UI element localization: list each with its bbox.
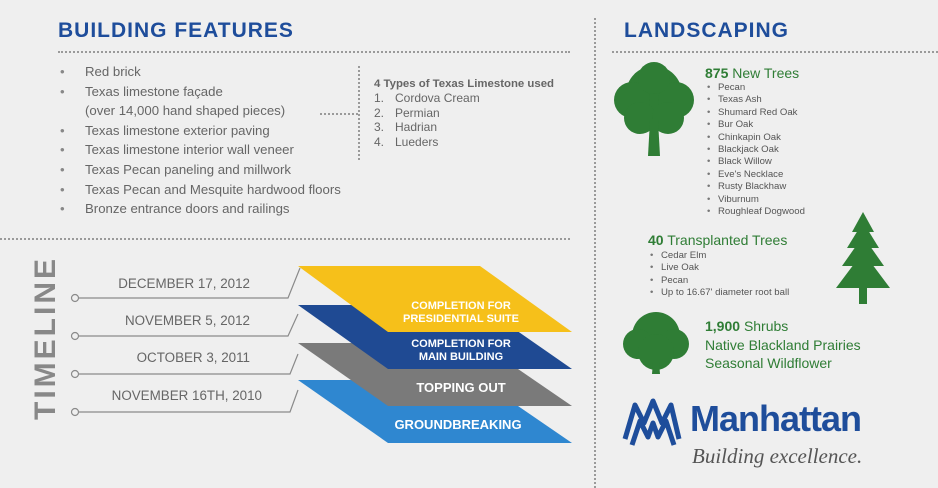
shrubs-heading: 1,900 Shrubs [705,318,789,334]
list-item: Black Willow [706,156,805,169]
list-item: Viburnum [706,194,805,207]
list-item: Texas limestone interior wall veneer [58,140,378,160]
divider [0,238,570,240]
timeline-date: DECEMBER 17, 2012 [118,276,250,291]
list-item: Cedar Elm [649,250,789,263]
timeline-dot [70,331,80,341]
layer-label: GROUNDBREAKING [394,417,522,432]
layer-main-building [298,305,572,369]
list-item: Texas Pecan and Mesquite hardwood floors [58,180,378,200]
list-item: Bur Oak [706,119,805,132]
building-features-title: BUILDING FEATURES [58,19,294,42]
manhattan-logo-mark [622,398,682,446]
new-trees-heading: 875 New Trees [705,65,800,81]
divider [612,51,938,53]
layer-groundbreaking [298,380,572,443]
list-item: Up to 16.67' diameter root ball [649,287,789,300]
transplanted-heading: 40 Transplanted Trees [648,232,788,248]
timeline-dot [70,293,80,303]
list-item: Pecan [706,82,805,95]
column-divider [594,18,596,488]
connector-line [79,353,299,375]
connector-line [79,313,299,337]
list-item: 4.Lueders [374,134,439,149]
limestone-title: 4 Types of Texas Limestone used [374,78,554,90]
shrubs-block: 1,900 Shrubs Native Blackland Prairies S… [705,317,861,373]
limestone-box: 4 Types of Texas Limestone used 1.Cordov… [374,78,574,149]
shrubs-line: Seasonal Wildflower [705,355,832,371]
limestone-list: 1.Cordova Cream 2.Permian 3.Hadrian 4.Lu… [374,91,574,149]
connector-line [79,389,299,413]
transplanted-list: Cedar Elm Live Oak Pecan Up to 16.67' di… [649,250,789,300]
timeline-graphic [70,266,572,443]
shrubs-line: Native Blackland Prairies [705,336,861,353]
timeline-dot [70,407,80,417]
list-item: Rusty Blackhaw [706,181,805,194]
timeline-date: NOVEMBER 5, 2012 [124,313,250,328]
list-item: 3.Hadrian [374,120,438,134]
connector-line [79,267,301,299]
brand-tagline: Building excellence. [692,444,863,468]
list-item: Red brick [58,62,378,82]
shrub-icon [623,312,689,374]
features-list: Red brick Texas limestone façade(over 14… [58,62,378,219]
list-item: Live Oak [649,262,789,275]
list-item: Chinkapin Oak [706,132,805,145]
deciduous-tree-icon [614,62,694,156]
list-item: Shumard Red Oak [706,107,805,120]
list-item: 2.Permian [374,105,440,120]
timeline-date: NOVEMBER 16TH, 2010 [111,388,262,403]
list-item: Blackjack Oak [706,144,805,157]
list-item: Pecan [649,275,789,288]
layer-presidential-suite [298,266,572,332]
layer-label: TOPPING OUT [416,380,506,395]
landscaping-title: LANDSCAPING [624,19,790,42]
list-item: Bronze entrance doors and railings [58,199,378,219]
list-item: Eve's Necklace [706,169,805,182]
timeline-date: OCTOBER 3, 2011 [136,350,250,365]
list-item: Texas Ash [706,94,805,107]
list-item: Texas limestone façade(over 14,000 hand … [58,82,378,121]
timeline-dot [70,369,80,379]
connector-bracket [358,66,360,160]
new-trees-list: Pecan Texas Ash Shumard Red Oak Bur Oak … [706,82,805,219]
pine-tree-icon [836,212,890,304]
list-item: Texas limestone exterior paving [58,121,378,141]
divider [58,51,570,53]
brand-name: Manhattan [690,398,862,439]
list-item: 1.Cordova Cream [374,91,480,105]
layer-topping-out [298,343,572,406]
list-item: Texas Pecan paneling and millwork [58,160,378,180]
list-item: Roughleaf Dogwood [706,206,805,219]
connector-line [320,113,358,115]
